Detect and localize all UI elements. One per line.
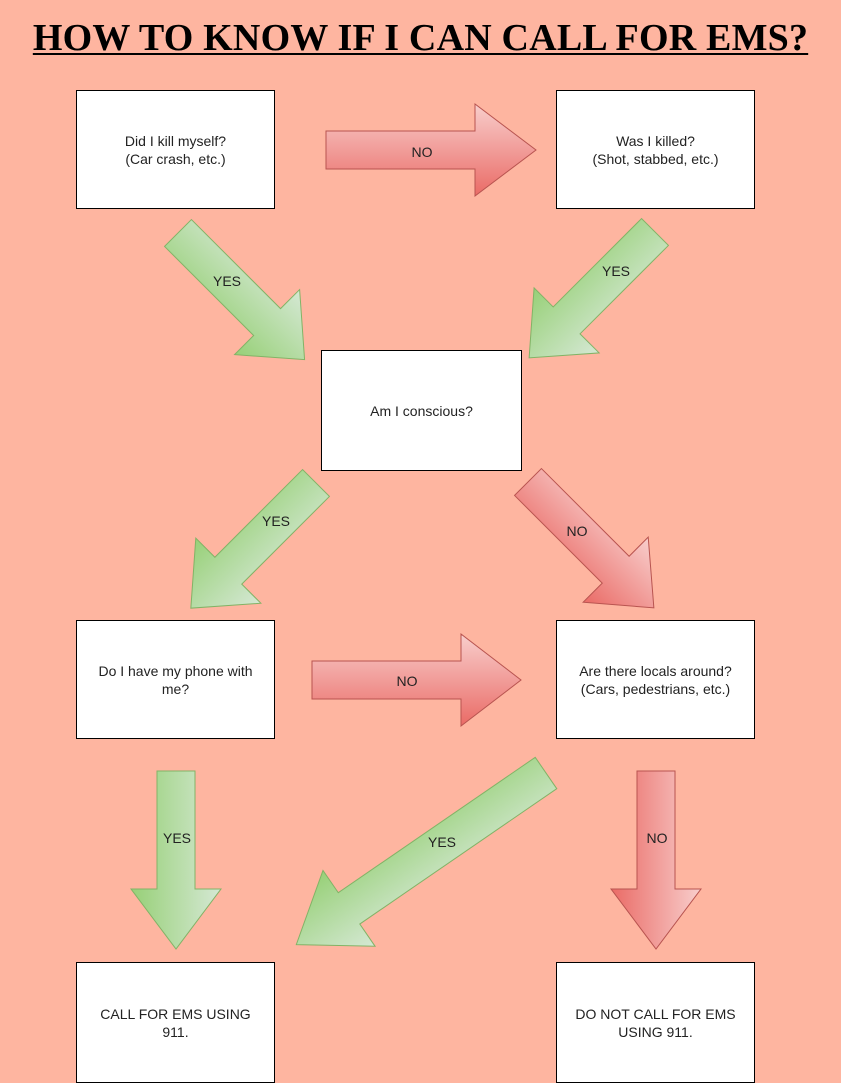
label-killed-myself-yes: YES	[213, 273, 241, 289]
arrow-was-killed-yes: YES	[528, 217, 670, 359]
node-do-not-call: DO NOT CALL FOR EMS USING 911.	[556, 962, 755, 1083]
node-was-killed: Was I killed? (Shot, stabbed, etc.)	[556, 90, 755, 209]
arrow-killed-myself-yes: YES	[163, 218, 306, 361]
node-killed-myself-text: Did I kill myself? (Car crash, etc.)	[124, 132, 227, 167]
label-conscious-yes: YES	[262, 513, 290, 529]
label-killed-myself-no: NO	[412, 144, 433, 160]
arrow-phone-yes: YES	[130, 770, 222, 950]
label-locals-no: NO	[647, 830, 668, 846]
diagram-title: HOW TO KNOW IF I CAN CALL FOR EMS?	[32, 17, 809, 59]
node-conscious-text: Am I conscious?	[370, 402, 473, 419]
node-call-ems: CALL FOR EMS USING 911.	[76, 962, 275, 1083]
node-have-phone: Do I have my phone with me?	[76, 620, 275, 739]
arrow-locals-no: NO	[610, 770, 702, 950]
label-phone-yes: YES	[163, 830, 191, 846]
label-conscious-no: NO	[567, 523, 588, 539]
label-phone-no: NO	[397, 673, 418, 689]
arrow-locals-yes: YES	[295, 756, 558, 947]
arrow-phone-no: NO	[311, 632, 522, 728]
node-locals-around-text: Are there locals around? (Cars, pedestri…	[579, 662, 732, 697]
node-locals-around: Are there locals around? (Cars, pedestri…	[556, 620, 755, 739]
node-was-killed-text: Was I killed? (Shot, stabbed, etc.)	[592, 132, 719, 167]
arrow-killed-myself-no: NO	[325, 102, 537, 198]
arrow-conscious-no: NO	[513, 467, 655, 609]
label-was-killed-yes: YES	[602, 263, 630, 279]
label-locals-yes: YES	[428, 834, 456, 850]
node-call-ems-text: CALL FOR EMS USING 911.	[100, 1005, 251, 1040]
node-conscious: Am I conscious?	[321, 350, 522, 471]
node-killed-myself: Did I kill myself? (Car crash, etc.)	[76, 90, 275, 209]
node-do-not-call-text: DO NOT CALL FOR EMS USING 911.	[575, 1005, 736, 1040]
arrow-conscious-yes: YES	[190, 468, 331, 609]
node-have-phone-text: Do I have my phone with me?	[98, 662, 253, 697]
